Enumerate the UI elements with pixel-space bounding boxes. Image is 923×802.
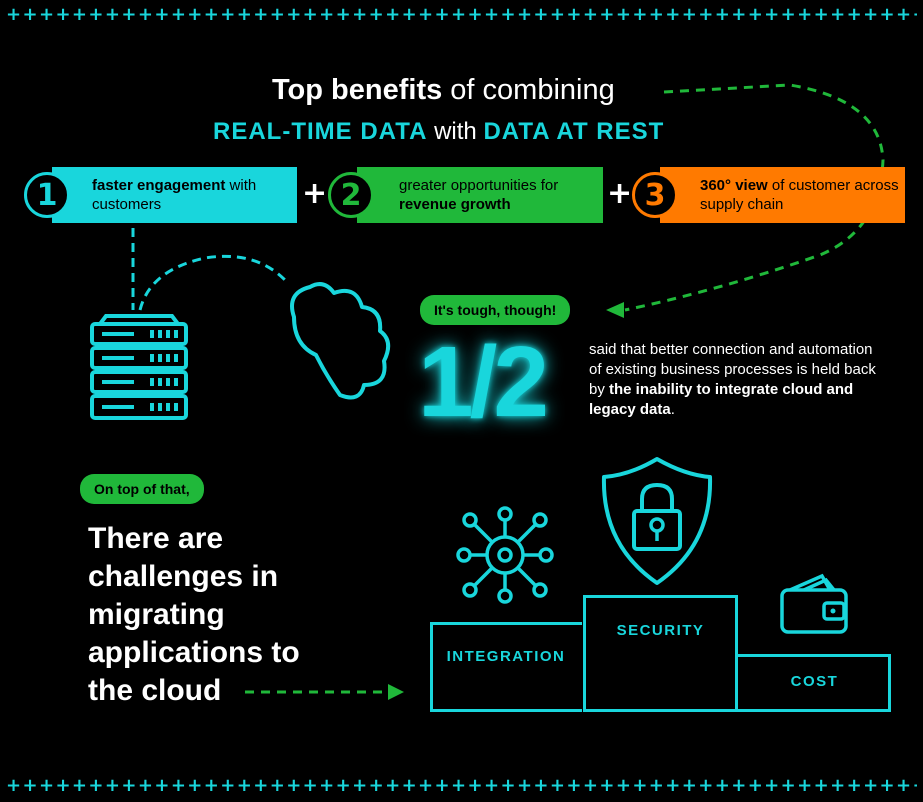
plus-sign-1: + xyxy=(302,176,328,211)
on-top-pill: On top of that, xyxy=(80,474,204,504)
cloud-icon xyxy=(290,282,391,400)
wallet-icon xyxy=(780,573,848,634)
server-icon xyxy=(90,314,188,420)
plus-sign-2: + xyxy=(607,176,633,211)
challenge-heading: There are challenges in migrating applic… xyxy=(88,522,300,707)
stat-value: 1/2 xyxy=(418,326,549,438)
benefit-3-box: 360° view of customer across supply chai… xyxy=(660,167,905,223)
network-hub-icon xyxy=(456,506,554,604)
main-title: Top benefits of combining xyxy=(272,74,615,106)
subtitle: REAL-TIME DATA with DATA AT REST xyxy=(213,118,665,145)
integration-label: INTEGRATION xyxy=(446,648,566,665)
podium-cost xyxy=(738,654,891,712)
security-label: SECURITY xyxy=(616,622,705,639)
benefit-2-box: greater opportunities for revenue growth xyxy=(357,167,603,223)
bottom-plus-border: ++++++++++++++++++++++++++++++++++++++++… xyxy=(6,777,917,795)
arrow-left-head xyxy=(606,302,624,318)
arrow-right-head xyxy=(388,684,404,700)
stat-description: said that better connection and automati… xyxy=(589,341,876,418)
cost-label: COST xyxy=(790,673,839,690)
tough-pill: It's tough, though! xyxy=(420,295,571,325)
benefit-1-number-badge: 1 xyxy=(24,172,70,218)
security-shield-icon xyxy=(601,457,713,585)
server-to-cloud-line xyxy=(138,254,287,311)
podium-security xyxy=(583,595,738,712)
podium-integration xyxy=(430,622,582,712)
benefit-3-number-badge: 3 xyxy=(632,172,678,218)
top-plus-border: ++++++++++++++++++++++++++++++++++++++++… xyxy=(6,6,917,24)
benefit-2-number-badge: 2 xyxy=(328,172,374,218)
title-to-pill-arrow-line xyxy=(624,83,885,312)
benefit-1-box: faster engagement with customers xyxy=(52,167,297,223)
